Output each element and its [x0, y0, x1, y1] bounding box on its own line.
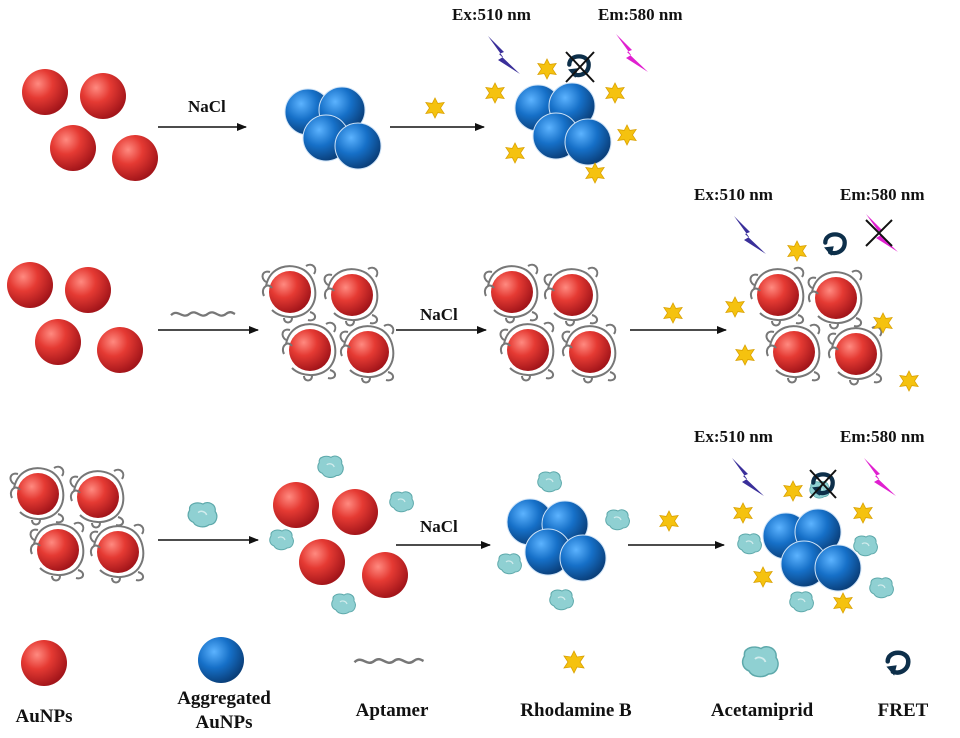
- legend-rhodamine-icon: [563, 650, 585, 674]
- aunps-dispersed-2: [7, 262, 143, 373]
- legend-aggregated-aunp-icon: [198, 637, 244, 683]
- emission-label: Em:580 nm: [840, 185, 925, 204]
- legend-label-aggregated-aunps: AuNPs: [195, 712, 252, 733]
- aptamer-wrapped-aunps: [261, 263, 395, 384]
- excitation-label: Ex:510 nm: [452, 5, 531, 24]
- row-1: NaCl Ex:510 nm Em:580 nm: [22, 5, 683, 184]
- aggregated-aunps-rhodamine-3: [733, 480, 894, 614]
- legend-label-aggregated: Aggregated: [177, 688, 271, 709]
- aunp: [22, 69, 68, 115]
- emission-bolt-icon: [864, 458, 896, 496]
- legend: AuNPs Aggregated AuNPs Aptamer Rhodamine…: [15, 637, 929, 733]
- released-aunps-acetamiprid: [269, 455, 414, 615]
- aunp: [50, 125, 96, 171]
- aggregated-aunps-1: [284, 86, 382, 170]
- excitation-label: Ex:510 nm: [694, 427, 773, 446]
- legend-aunp-icon: [21, 640, 67, 686]
- legend-acetamiprid-icon: [741, 645, 779, 678]
- arrow-label-nacl: NaCl: [420, 517, 458, 536]
- arrow-label-nacl: NaCl: [188, 97, 226, 116]
- rhodamine-b-star: [659, 510, 679, 532]
- aptamer-strand-icon: [169, 311, 237, 317]
- emission-label: Em:580 nm: [598, 5, 683, 24]
- legend-label-rhodamine-b: Rhodamine B: [520, 700, 632, 721]
- legend-label-aptamer: Aptamer: [356, 700, 429, 721]
- legend-label-aunps: AuNPs: [15, 706, 72, 727]
- legend-aptamer-icon: [353, 657, 425, 665]
- aptamer-wrapped-aunps-salt: [483, 263, 617, 384]
- excitation-label: Ex:510 nm: [694, 185, 773, 204]
- excitation-bolt-icon: [488, 36, 520, 74]
- aunps-dispersed-1: [22, 69, 158, 181]
- stable-aunps-rhodamine: [725, 240, 919, 392]
- arrow-label-nacl: NaCl: [420, 305, 458, 324]
- rhodamine-b-star: [425, 97, 445, 119]
- aggregated-aunps-rhodamine-1: [485, 58, 637, 184]
- emission-bolt-icon: [866, 214, 898, 252]
- aggregated-aunps-3: [497, 471, 630, 611]
- emission-label: Em:580 nm: [840, 427, 925, 446]
- legend-label-fret: FRET: [878, 700, 929, 721]
- aunp: [112, 135, 158, 181]
- aptamer-wrapped-aunps-3: [9, 465, 145, 584]
- emission-bolt-icon: [616, 34, 648, 72]
- excitation-bolt-icon: [732, 458, 764, 496]
- fret-arrow-icon: [824, 234, 845, 256]
- acetamiprid-icon: [187, 501, 218, 528]
- row-3: NaCl Ex:510: [9, 427, 925, 615]
- rhodamine-b-star: [663, 302, 683, 324]
- row-2: NaCl Ex:510 nm Em:580 nm: [7, 185, 925, 392]
- excitation-bolt-icon: [734, 216, 766, 254]
- aunp: [80, 73, 126, 119]
- legend-fret-icon: [886, 653, 908, 676]
- legend-label-acetamiprid: Acetamiprid: [711, 700, 814, 721]
